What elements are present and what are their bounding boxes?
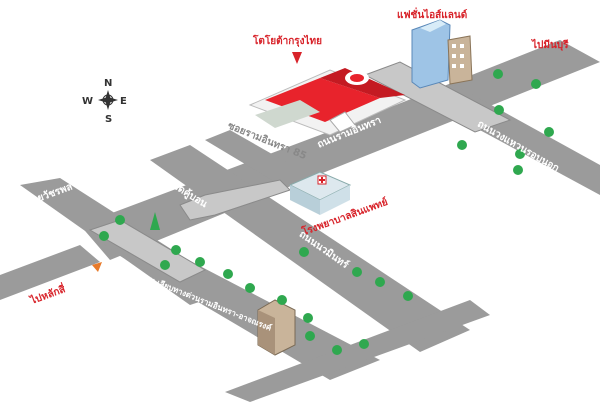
flyover-west <box>88 219 207 283</box>
trees <box>99 69 554 355</box>
toyota-pointer-icon <box>292 52 302 64</box>
place-to-minburi: ไปมีนบุรี <box>532 40 569 51</box>
road-bottom <box>225 300 490 402</box>
junction-marker-icon <box>92 262 102 272</box>
compass-south: S <box>105 114 113 125</box>
fashion-island-building <box>411 19 473 89</box>
compass-east: E <box>120 96 127 107</box>
compass-rose-icon <box>98 90 118 110</box>
compass-north: N <box>104 78 113 89</box>
flyover-east <box>363 61 512 133</box>
road-to-laksi <box>0 245 100 300</box>
road-soi-85 <box>205 130 300 182</box>
hospital-building <box>288 171 352 215</box>
compass-west: W <box>82 96 94 107</box>
place-fashion-island: แฟชั่นไอส์แลนด์ <box>397 10 468 21</box>
place-toyota: โตโยต้ากรุงไทย <box>253 36 322 47</box>
toyota-building <box>248 68 407 136</box>
condo-building <box>257 299 296 356</box>
